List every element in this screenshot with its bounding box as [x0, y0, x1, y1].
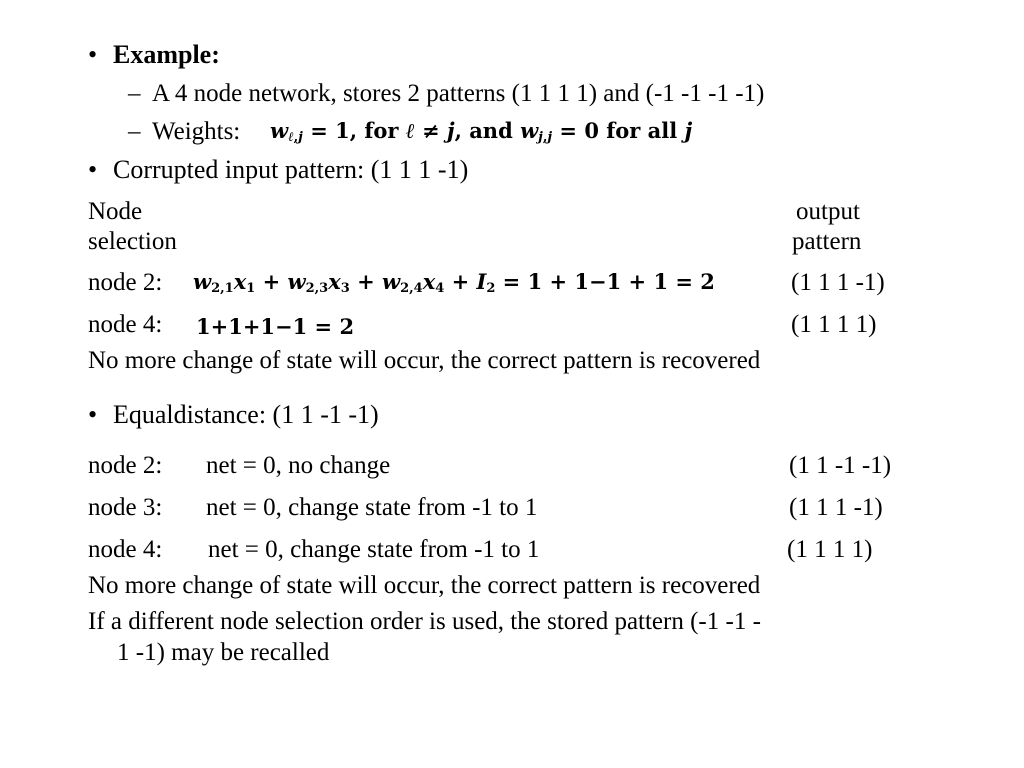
bullet-corrupted: • [88, 155, 98, 184]
final-note-line-1: If a different node selection order is u… [88, 608, 761, 635]
corrupted-conclusion: No more change of state will occur, the … [88, 347, 761, 374]
bullet-equal: • [88, 400, 98, 429]
header-selection: selection [88, 228, 177, 255]
corrupted-label: Corrupted input pattern: (1 1 1 -1) [113, 155, 469, 184]
equal-row-output: (1 1 1 1) [787, 536, 873, 563]
example-network-line: A 4 node network, stores 2 patterns (1 1… [152, 80, 765, 107]
equal-row-node: node 4: [88, 536, 163, 563]
corrupted-row-node: node 2: [88, 269, 163, 296]
equal-conclusion: No more change of state will occur, the … [88, 572, 761, 599]
equal-row-desc: net = 0, no change [206, 452, 391, 479]
corrupted-row-output: (1 1 1 1) [791, 311, 877, 338]
weights-formula: wℓ,j = 1, for ℓ ≠ j, and wj,j = 0 for al… [270, 118, 693, 145]
dash-2: – [128, 118, 141, 145]
corrupted-row-formula: w2,1x1 + w2,3x3 + w2,4x4 + I2 = 1 + 1−1 … [193, 269, 715, 296]
equal-row-node: node 3: [88, 494, 163, 521]
equal-row-node: node 2: [88, 452, 163, 479]
equal-row-output: (1 1 -1 -1) [789, 452, 892, 479]
bullet-example: • [88, 40, 98, 69]
header-pattern: pattern [792, 228, 862, 255]
header-node: Node [88, 198, 143, 225]
weights-label: Weights: [152, 118, 241, 145]
dash-1: – [128, 80, 141, 107]
equal-row-output: (1 1 1 -1) [789, 494, 883, 521]
example-title: Example: [113, 40, 220, 69]
header-output: output [796, 198, 860, 225]
equal-label: Equaldistance: (1 1 -1 -1) [113, 400, 379, 429]
equal-row-desc: net = 0, change state from -1 to 1 [208, 536, 540, 563]
equal-row-desc: net = 0, change state from -1 to 1 [206, 494, 538, 521]
corrupted-row-node: node 4: [88, 311, 163, 338]
corrupted-row-output: (1 1 1 -1) [791, 269, 885, 296]
final-note-line-2: 1 -1) may be recalled [117, 639, 330, 666]
corrupted-row-formula: 1+1+1−1 = 2 [196, 314, 355, 339]
